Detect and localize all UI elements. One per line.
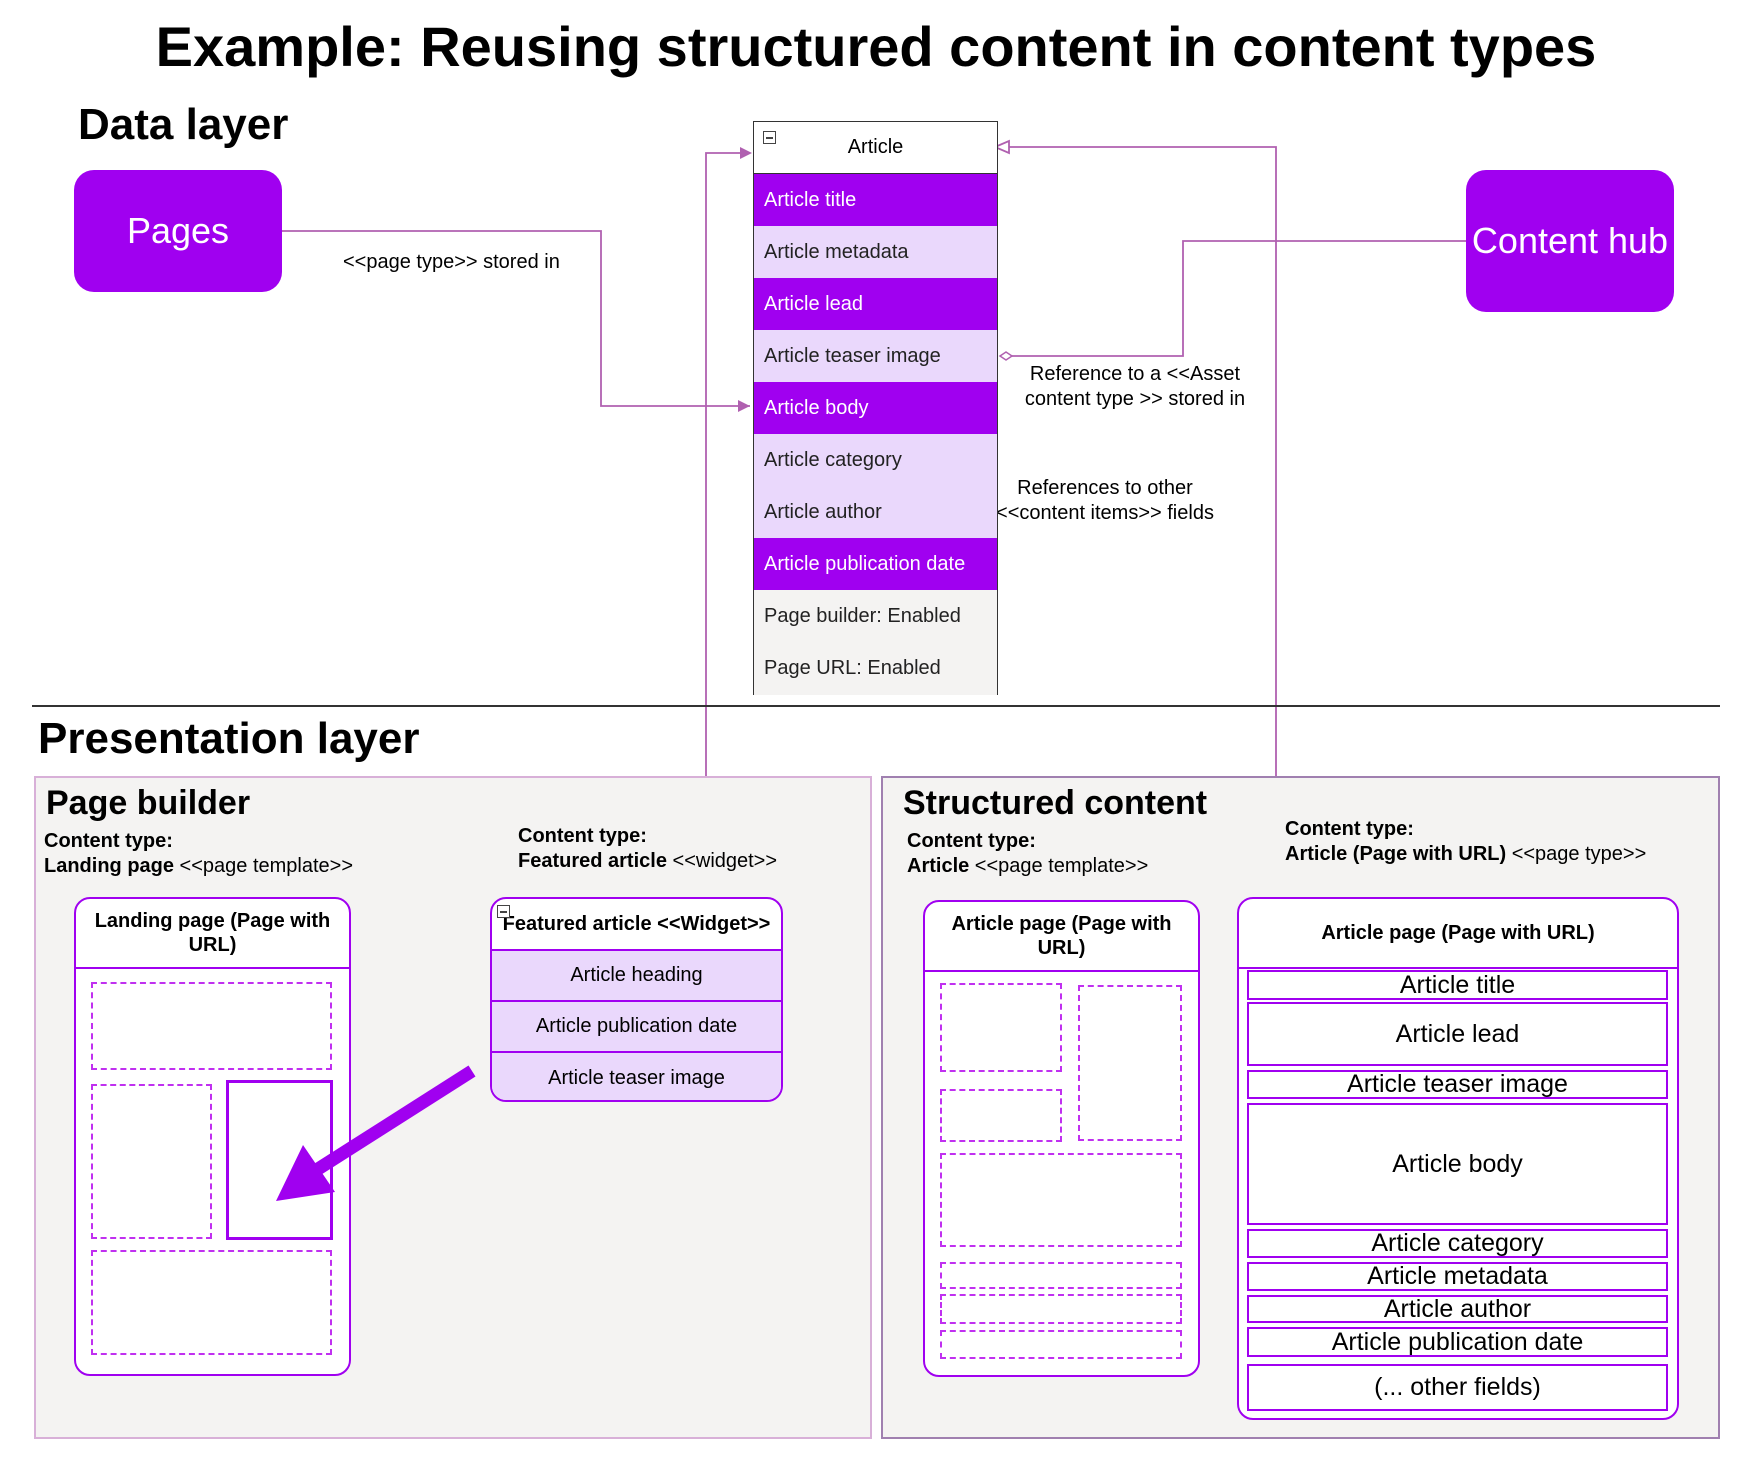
collapse-icon[interactable] [763,131,776,144]
widget-field: Article heading [492,949,781,1000]
article-page-field: Article teaser image [1247,1070,1668,1099]
landing-page-title: Landing page (Page with URL) [76,899,349,969]
article-header: Article [754,122,997,174]
article-field: Article publication date [754,538,997,590]
arrowhead-article-right [992,139,1010,155]
pages-link-label: <<page type>> stored in [343,251,560,273]
arrow-head-icon [276,1145,335,1201]
article-page-field: Article lead [1247,1002,1668,1066]
article-class-box: Article Article title Article metadata A… [753,121,998,695]
data-layer-heading: Data layer [78,100,289,149]
landing-zone [91,1250,332,1355]
template-zone [940,1330,1182,1359]
structured-content-heading: Structured content [903,784,1208,822]
article-page-field: Article body [1247,1103,1668,1225]
landing-page-box: Landing page (Page with URL) [74,897,351,1376]
featured-ct-label: Content type: Featured article <<widget>… [518,824,777,874]
arrowhead-body [738,400,750,412]
template-zone [940,1294,1182,1324]
ct-name: Article (Page with URL) [1285,843,1507,865]
ct-name: Featured article [518,850,667,872]
article-field: Article metadata [754,226,997,278]
article-field: Page URL: Enabled [754,642,997,695]
article-page-connector [999,146,1277,900]
arrowhead-article-left [740,147,752,159]
ct-kind: <<page template>> [174,855,354,877]
article-header-label: Article [847,136,904,158]
article-page-field: Article author [1247,1295,1668,1323]
ct-label: Content type: [907,830,1036,852]
template-zone [1078,985,1182,1141]
widget-field: Article teaser image [492,1051,781,1100]
ct-label: Content type: [44,830,173,852]
article-page-field: Article metadata [1247,1262,1668,1291]
pages-connector [282,230,750,407]
ct-label: Content type: [1285,818,1414,840]
article-field: Article category [754,434,997,486]
landing-ct-label: Content type: Landing page <<page templa… [44,829,353,879]
ct-kind: <<page type>> [1506,843,1647,865]
article-field: Article author [754,486,997,538]
article-page-field: Article category [1247,1229,1668,1258]
asset-ref-line2: content type >> stored in [1024,388,1246,410]
widget-field: Article publication date [492,1000,781,1051]
article-field: Article teaser image [754,330,997,382]
ct-name: Landing page [44,855,174,877]
collapse-icon[interactable] [497,905,510,918]
ct-kind: <<page template>> [969,855,1149,877]
article-page-field: (... other fields) [1247,1364,1668,1411]
template-zone [940,1262,1182,1289]
content-hub-connector [1002,240,1466,357]
article-field: Article body [754,382,997,434]
widget-connector [705,152,750,903]
ct-label: Content type: [518,825,647,847]
ct-kind: <<widget>> [666,850,778,872]
article-page-field: Article publication date [1247,1327,1668,1357]
template-zone [940,1153,1182,1247]
presentation-layer-heading: Presentation layer [38,714,420,763]
featured-widget-box: Featured article <<Widget>> Article head… [490,897,783,1102]
article-tpl-ct-label: Content type: Article <<page template>> [907,829,1148,879]
content-ref-label: References to other <<content items>> fi… [990,476,1220,526]
article-template-title: Article page (Page with URL) [925,902,1198,972]
article-field: Article title [754,174,997,226]
ct-name: Article [907,855,970,877]
content-hub-box: Content hub [1466,170,1674,312]
asset-ref-line1: Reference to a <<Asset [1029,363,1241,385]
article-page-title: Article page (Page with URL) [1239,899,1677,969]
featured-widget-title-label: Featured article <<Widget>> [502,913,771,935]
landing-zone [91,982,332,1070]
template-zone [940,983,1062,1072]
article-page-field: Article title [1247,970,1668,1000]
page-title: Example: Reusing structured content in c… [155,15,1597,78]
landing-zone [91,1084,212,1239]
content-ref-line2: <<content items>> fields [996,502,1214,524]
content-ref-line1: References to other [1017,477,1193,499]
diamond-teaser [998,351,1014,361]
page-builder-heading: Page builder [46,784,251,822]
article-field: Page builder: Enabled [754,590,997,642]
article-page-ct-label: Content type: Article (Page with URL) <<… [1285,817,1646,867]
article-field: Article lead [754,278,997,330]
pages-box: Pages [74,170,282,292]
template-zone [940,1089,1062,1142]
featured-widget-title: Featured article <<Widget>> [492,899,781,949]
asset-ref-label: Reference to a <<Asset content type >> s… [1000,362,1270,412]
